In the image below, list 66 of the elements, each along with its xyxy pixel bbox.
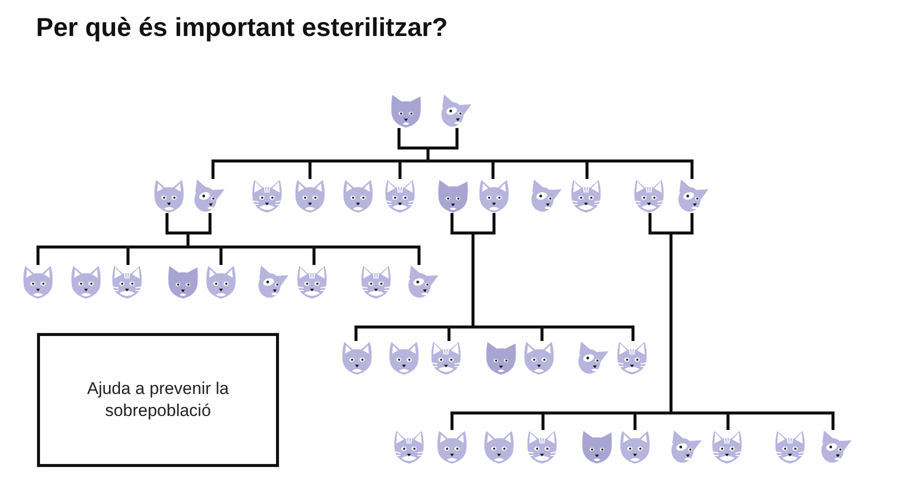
tree-line	[542, 326, 634, 341]
cat-face-icon	[166, 265, 200, 299]
cat-face-icon	[293, 179, 327, 213]
tree-line	[428, 160, 494, 179]
title: Per què és important esterilitzar?	[36, 12, 448, 44]
tree-line	[398, 160, 428, 179]
tree-line	[450, 213, 473, 234]
tree-line	[587, 160, 694, 179]
cat-face-icon	[482, 430, 516, 464]
cat-face-icon	[429, 341, 463, 375]
tree-line	[186, 233, 190, 247]
cat-face-icon	[435, 430, 469, 464]
cat-face-icon	[383, 179, 417, 213]
cat-face-icon	[295, 265, 329, 299]
cat-face-icon	[525, 430, 559, 464]
tree-line	[472, 233, 474, 327]
cat-face-icon	[484, 341, 518, 375]
tree-line	[473, 326, 544, 341]
cat-face-icon	[387, 341, 421, 375]
cat-face-icon	[522, 341, 556, 375]
tree-line	[398, 128, 428, 150]
tree-line	[426, 148, 430, 161]
cat-face-icon	[204, 265, 238, 299]
cat-face-icon	[69, 265, 103, 299]
tree-line	[354, 326, 449, 341]
note-panel	[37, 333, 279, 467]
cat-face-icon	[392, 430, 426, 464]
cat-face-icon	[21, 265, 55, 299]
cat-face-icon	[580, 430, 614, 464]
tree-line	[308, 160, 400, 179]
cat-face-icon	[250, 179, 284, 213]
tree-line	[212, 160, 310, 179]
cat-face-icon	[110, 265, 144, 299]
cat-face-icon	[710, 430, 744, 464]
tree-line	[671, 213, 694, 234]
cat-face-icon	[615, 341, 649, 375]
tree-line	[36, 246, 128, 265]
tree-line	[166, 213, 188, 234]
cat-face-icon	[477, 179, 511, 213]
tree-line	[188, 246, 222, 265]
tree-line	[221, 246, 316, 265]
tree-line	[634, 412, 671, 430]
tree-line	[126, 246, 188, 265]
note-text: Ajuda a prevenir la sobrepoblació	[86, 378, 230, 422]
tree-line	[314, 246, 420, 265]
tree-line	[648, 213, 671, 234]
tree-line	[188, 213, 212, 234]
tree-line	[542, 412, 635, 430]
tree-line	[473, 213, 496, 234]
tree-line	[493, 160, 588, 179]
cat-face-icon	[340, 341, 374, 375]
tree-line	[450, 412, 543, 430]
cat-face-icon	[618, 430, 652, 464]
tree-line	[728, 412, 834, 430]
cat-face-icon	[152, 179, 186, 213]
cat-face-icon	[773, 430, 807, 464]
cat-face-icon	[569, 179, 603, 213]
tree-line	[671, 412, 730, 430]
tree-line	[428, 128, 458, 150]
tree-line	[448, 326, 473, 341]
cat-face-icon	[632, 179, 666, 213]
tree-line	[670, 233, 672, 413]
cat-face-icon	[436, 179, 470, 213]
cat-face-icon	[341, 179, 375, 213]
cat-face-icon	[389, 94, 423, 128]
cat-face-icon	[359, 265, 393, 299]
